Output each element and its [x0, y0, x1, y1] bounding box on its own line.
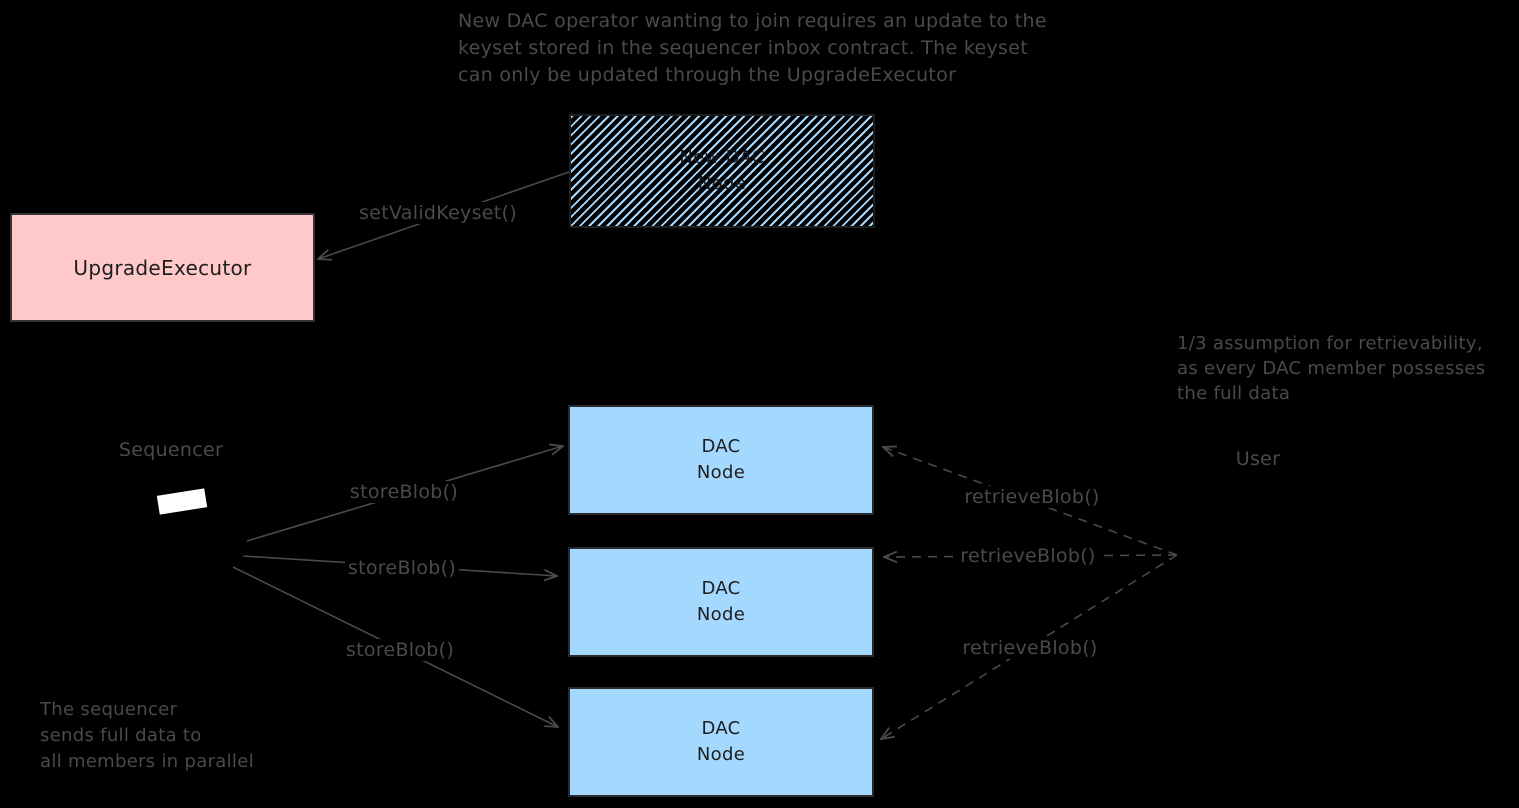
new-dac-node-label-line1: New DAC [679, 147, 765, 168]
note-line: The sequencer [40, 699, 178, 720]
dac-node-box-2: DAC Node [568, 547, 874, 657]
note-line: sends full data to [40, 725, 202, 746]
store-blob-label-3: storeBlob() [342, 639, 458, 661]
arrow-retrieve-blob-1 [883, 447, 1178, 556]
note-line: keyset stored in the sequencer inbox con… [458, 37, 1028, 59]
store-blob-label-1: storeBlob() [346, 481, 462, 503]
dac-node-label-line2: Node [696, 744, 746, 765]
store-blob-label-2: storeBlob() [344, 557, 460, 579]
new-dac-node-box: New DAC Node [569, 114, 875, 228]
note-parallel-send: The sequencer sends full data to all mem… [40, 697, 254, 775]
dac-node-label-line2: Node [696, 604, 746, 625]
retrieve-blob-label-3: retrieveBlob() [959, 637, 1101, 659]
note-line: New DAC operator wanting to join require… [458, 10, 1047, 32]
set-valid-keyset-label: setValidKeyset() [356, 202, 520, 224]
dac-node-label-line2: Node [696, 462, 746, 483]
user-label: User [1232, 448, 1284, 470]
note-keyset-update: New DAC operator wanting to join require… [458, 8, 1047, 89]
dac-node-label-line1: DAC [701, 718, 741, 739]
upgrade-executor-label: UpgradeExecutor [73, 255, 252, 280]
note-line: 1/3 assumption for retrievability, [1177, 333, 1483, 354]
dac-node-label-line1: DAC [701, 578, 741, 599]
dac-node-box-3: DAC Node [568, 687, 874, 797]
note-line: can only be updated through the UpgradeE… [458, 64, 957, 86]
dac-node-box-1: DAC Node [568, 405, 874, 515]
sequencer-label: Sequencer [115, 439, 227, 461]
dac-node-label-line1: DAC [701, 436, 741, 457]
upgrade-executor-box: UpgradeExecutor [10, 213, 315, 322]
arrow-retrieve-blob-3 [881, 554, 1178, 739]
note-line: all members in parallel [40, 751, 254, 772]
new-dac-node-label-line2: Node [697, 173, 747, 194]
note-line: the full data [1177, 383, 1291, 404]
retrieve-blob-label-2: retrieveBlob() [957, 545, 1099, 567]
retrieve-blob-label-1: retrieveBlob() [961, 486, 1103, 508]
note-line: as every DAC member possesses [1177, 358, 1486, 379]
note-retrievability: 1/3 assumption for retrievability, as ev… [1177, 331, 1485, 406]
